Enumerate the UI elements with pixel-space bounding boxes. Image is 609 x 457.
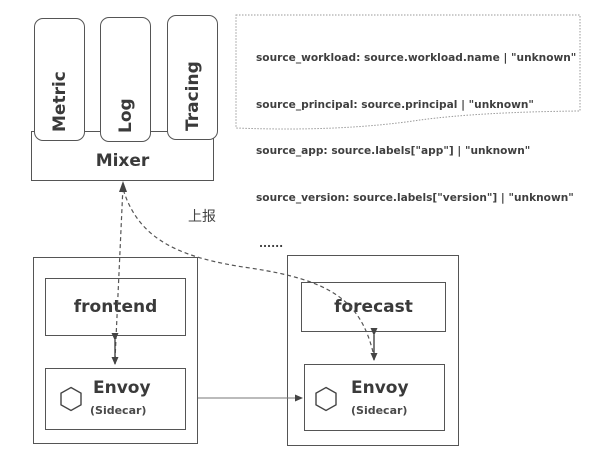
envoy-forecast-title: Envoy [351, 378, 409, 398]
adapter-metric: Metric [34, 18, 85, 141]
note-line: source_principal: source.principal | "un… [256, 98, 534, 111]
note-line: source_workload: source.workload.name | … [256, 52, 577, 64]
report-line-frontend [114, 185, 124, 361]
service-forecast-label: forecast [334, 297, 413, 317]
envoy-frontend: Envoy (Sidecar) [45, 368, 186, 430]
envoy-forecast-subtitle: (Sidecar) [351, 404, 408, 417]
report-label: 上报 [188, 209, 216, 225]
envoy-forecast: Envoy (Sidecar) [304, 364, 445, 431]
report-line-forecast [123, 191, 374, 353]
adapter-tracing: Tracing [167, 15, 218, 140]
mixer-label: Mixer [95, 151, 150, 171]
hexagon-icon [315, 386, 337, 412]
service-forecast: forecast [301, 282, 446, 332]
adapter-log: Log [100, 17, 151, 142]
attribute-note: source_workload: source.workload.name | … [256, 20, 576, 268]
mixer-arrowhead [119, 181, 127, 192]
envoy-frontend-title: Envoy [93, 378, 151, 398]
note-line: ...... [259, 238, 284, 250]
service-frontend: frontend [45, 278, 186, 336]
note-line: source_version: source.labels["version"]… [256, 191, 574, 204]
hexagon-icon [60, 386, 82, 412]
service-frontend-label: frontend [73, 297, 158, 317]
note-line: source_app: source.labels["app"] | "unkn… [256, 145, 531, 157]
envoy-frontend-subtitle: (Sidecar) [90, 404, 147, 417]
